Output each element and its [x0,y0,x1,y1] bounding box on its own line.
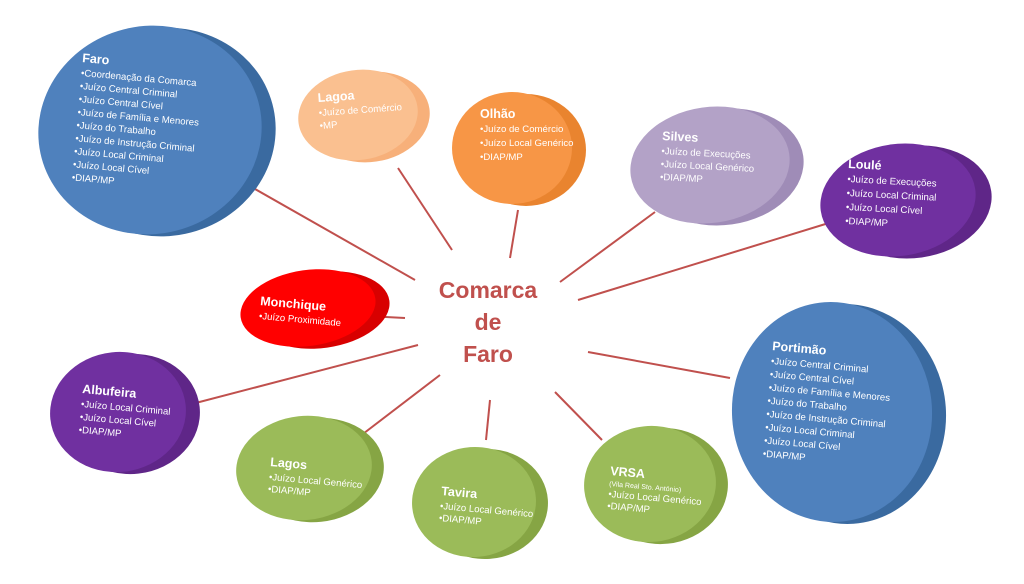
node-lagos-text: Lagos•Juízo Local Genérico•DIAP/MP [267,455,362,499]
connector-silves [559,211,656,283]
node-olhao-item: •DIAP/MP [480,152,523,163]
node-olhao-item: •Juízo Local Genérico [480,138,573,149]
node-portimao: Portimão•Juízo Central Criminal•Juízo Ce… [731,302,947,524]
node-portimao-bubble [731,302,933,522]
node-monchique: Monchique•Juízo Proximidade [240,269,390,349]
connector-lagos [354,374,441,441]
node-vrsa-bubble [584,425,716,543]
node-monchique-title: Monchique [260,294,327,314]
node-albufeira-item: •DIAP/MP [78,425,122,440]
node-vrsa-title: VRSA [610,464,646,481]
node-loule-item: •DIAP/MP [845,216,888,229]
node-silves-title: Silves [662,129,699,145]
hub: Comarca de Faro [437,276,539,369]
node-loule-item: •Juízo Local Cível [846,202,923,217]
node-loule-text: Loulé•Juízo de Execuções•Juízo Local Cri… [845,157,937,229]
node-olhao-item: •Juízo de Comércio [480,124,563,135]
nodes: Faro•Coordenação da Comarca•Juízo Centra… [38,25,992,560]
node-tavira: Tavira•Juízo Local Genérico•DIAP/MP [412,446,548,560]
node-albufeira-bubble [50,351,186,473]
connector-albufeira [187,344,419,406]
node-lagos-item: •DIAP/MP [267,484,311,499]
node-silves-item: •Juízo Local Genérico [660,159,754,175]
node-loule-item: •Juízo Local Criminal [846,188,936,204]
node-lagoa-bubble [298,69,418,161]
node-olhao-title: Olhão [480,107,516,121]
node-portimao-item: •DIAP/MP [762,449,806,464]
node-olhao: Olhão •Juízo de Comércio •Juízo Local Gené… [452,92,586,206]
node-portimao-title: Portimão [772,339,828,358]
node-silves-text: Silves•Juízo de Execuções•Juízo Local Ge… [660,129,755,185]
node-silves-bubble [630,106,790,224]
node-faro-bubble [38,25,262,235]
node-lagos-title: Lagos [270,455,308,472]
node-loule-title: Loulé [848,157,882,173]
node-albufeira-title: Albufeira [82,382,138,401]
node-vrsa-item: •DIAP/MP [607,501,651,516]
node-faro: Faro•Coordenação da Comarca•Juízo Centra… [38,25,276,237]
connector-loule [577,221,833,301]
node-tavira-bubble [412,446,536,558]
node-lagos-bubble [236,415,372,521]
node-albufeira: Albufeira•Juízo Local Criminal•Juízo Loc… [50,351,200,475]
connector-olhao [509,209,519,259]
hub-title-line-2: de [475,309,502,335]
node-monchique-bubble [240,269,376,347]
node-faro-item: •DIAP/MP [71,172,115,187]
hub-title-line-1: Comarca [439,277,538,303]
connector-lagoa [397,167,453,251]
node-olhao-text: Olhão •Juízo de Comércio •Juízo Local Gené… [480,107,573,163]
node-tavira-title: Tavira [441,484,479,501]
node-tavira-item: •DIAP/MP [438,513,482,528]
connector-portimao [587,351,731,379]
node-silves-item: •DIAP/MP [660,172,703,185]
node-vrsa: VRSA(Vila Real Sto. António)•Juízo Local… [584,425,728,545]
hub-title-line-3: Faro [463,341,513,367]
node-loule-item: •Juízo de Execuções [847,174,937,190]
node-loule-bubble [820,143,976,257]
node-loule: Loulé•Juízo de Execuções•Juízo Local Cri… [820,143,992,259]
node-lagoa-title: Lagoa [317,88,356,105]
node-olhao-bubble [452,92,572,204]
node-lagoa: Lagoa•Juízo de Comércio•MP [298,69,430,163]
node-vrsa-text: VRSA(Vila Real Sto. António)•Juízo Local… [607,464,702,516]
node-lagos: Lagos•Juízo Local Genérico•DIAP/MP [236,415,384,523]
connector-faro [247,184,416,281]
node-silves: Silves•Juízo de Execuções•Juízo Local Ge… [630,106,804,226]
node-faro-title: Faro [82,51,111,67]
connector-vrsa [554,391,603,441]
node-silves-item: •Juízo de Execuções [661,146,751,162]
connector-tavira [485,399,491,441]
node-lagoa-item: •MP [319,120,337,132]
